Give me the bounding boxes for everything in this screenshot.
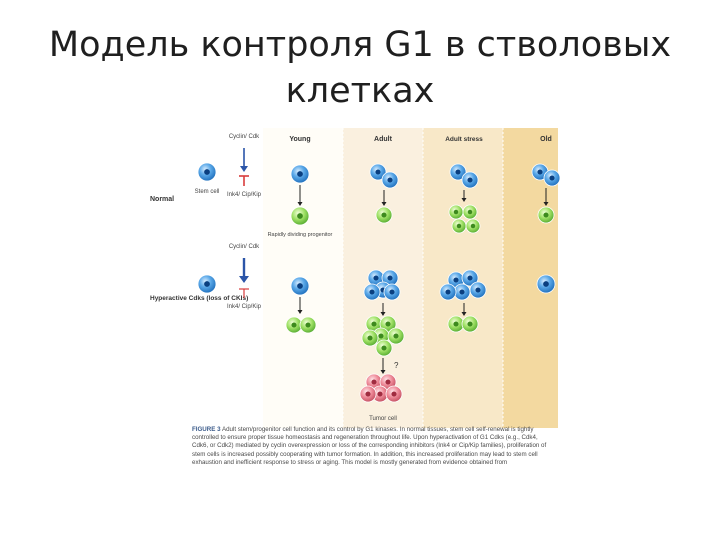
progenitor-cell xyxy=(462,204,478,220)
column-header-adult: Adult xyxy=(374,136,393,143)
progenitor-cell xyxy=(461,315,479,333)
stem-cell xyxy=(461,269,479,287)
figure-diagram: Young Adult Adult stress Old Normal Hype… xyxy=(150,128,561,428)
stem-cell-label: Stem cell xyxy=(195,189,220,195)
stem-cell xyxy=(536,274,556,294)
tumor-cell xyxy=(385,385,403,403)
down-arrow xyxy=(381,190,387,206)
stem-cell xyxy=(363,283,381,301)
down-arrow xyxy=(461,190,467,202)
activator-arrowhead-strong xyxy=(239,276,249,283)
down-arrow xyxy=(543,188,549,206)
progenitor-cell xyxy=(361,329,379,347)
stem-cell xyxy=(383,283,401,301)
cyclin-cdk-label-2: Cyclin/ Cdk xyxy=(229,244,260,250)
arrows-layer xyxy=(297,185,549,374)
caption-label: FIGURE 3 xyxy=(192,426,221,433)
tumor-cell xyxy=(359,385,377,403)
progenitor-cell xyxy=(299,316,317,334)
progenitor-cell xyxy=(448,204,464,220)
progenitor-cell xyxy=(387,327,405,345)
down-arrow xyxy=(461,303,467,316)
stem-cell xyxy=(469,281,487,299)
progenitor-cell xyxy=(537,206,555,224)
progenitor-cell xyxy=(451,218,467,234)
progenitor-cell xyxy=(375,339,393,357)
stem-cell-g1-figure: Young Adult Adult stress Old Normal Hype… xyxy=(148,128,561,480)
stem-cell xyxy=(439,283,457,301)
tumor-cell-label: Tumor cell xyxy=(369,416,397,422)
figure-caption: FIGURE 3 Adult stem/progenitor cell func… xyxy=(192,426,552,467)
inhibitors-label-2: Ink4/ Cip/Kip xyxy=(227,304,262,310)
stem-cell xyxy=(543,169,561,187)
stem-cell xyxy=(381,171,399,189)
slide-title-line-1: Модель контроля G1 в стволовых xyxy=(48,25,672,65)
activator-arrowhead xyxy=(240,166,248,172)
slide-title-line-2: клетках xyxy=(285,71,435,111)
stem-cell xyxy=(461,171,479,189)
stem-cell xyxy=(197,274,217,294)
column-header-young: Young xyxy=(289,136,310,143)
row-label-normal: Normal xyxy=(150,196,174,203)
progenitor-cell xyxy=(375,206,393,224)
stem-cell xyxy=(449,163,467,181)
question-mark: ? xyxy=(394,361,399,370)
column-header-old: Old xyxy=(540,136,552,143)
down-arrow xyxy=(380,358,386,374)
progenitor-cell xyxy=(447,315,465,333)
progenitor-cell xyxy=(290,206,310,226)
inhibitors-label: Ink4/ Cip/Kip xyxy=(227,192,262,198)
cells-layer xyxy=(197,162,561,403)
cyclin-cdk-label: Cyclin/ Cdk xyxy=(229,134,260,140)
row-label-hyperactive: Hyperactive Cdks (loss of CKIs) xyxy=(150,295,248,302)
stem-cell xyxy=(290,164,310,184)
stem-cell xyxy=(197,162,217,182)
down-arrow xyxy=(297,185,303,206)
down-arrow xyxy=(297,297,303,314)
stem-cell xyxy=(369,163,387,181)
slide-title: Модель контроля G1 в стволовых клетках xyxy=(40,22,680,114)
down-arrow xyxy=(380,303,386,316)
stem-cell xyxy=(290,276,310,296)
caption-text: Adult stem/progenitor cell function and … xyxy=(192,426,547,466)
stem-cell xyxy=(381,269,399,287)
progenitor-cell xyxy=(465,218,481,234)
progenitor-label: Rapidly dividing progenitor xyxy=(268,232,333,238)
column-header-adult-stress: Adult stress xyxy=(445,136,483,143)
